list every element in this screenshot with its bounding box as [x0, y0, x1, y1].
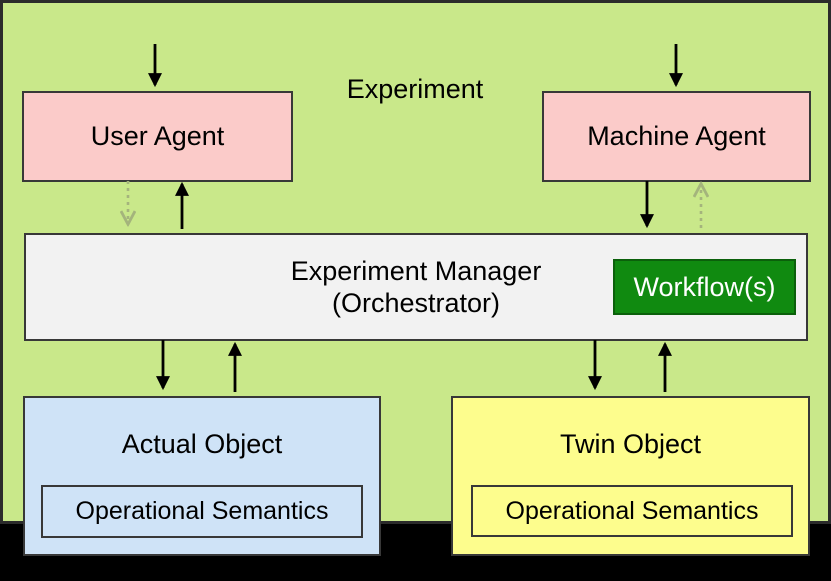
twin-object-label: Twin Object: [559, 429, 702, 459]
actual-object-box: Actual Object Operational Semantics: [23, 396, 381, 556]
experiment-manager-label-line2: (Orchestrator): [331, 288, 501, 318]
workflow-box: Workflow(s): [613, 259, 796, 315]
machine-agent-box: Machine Agent: [542, 91, 811, 182]
twin-operational-semantics-label: Operational Semantics: [505, 496, 759, 525]
actual-operational-semantics-box: Operational Semantics: [41, 485, 363, 538]
actual-operational-semantics-label: Operational Semantics: [75, 497, 329, 525]
workflow-label: Workflow(s): [633, 271, 776, 302]
user-agent-label: User Agent: [90, 121, 225, 151]
experiment-title: Experiment: [346, 74, 484, 104]
experiment-manager-label-line1: Experiment Manager: [290, 256, 542, 286]
user-agent-box: User Agent: [22, 91, 293, 182]
machine-agent-label: Machine Agent: [587, 121, 766, 151]
twin-object-box: Twin Object Operational Semantics: [451, 396, 810, 556]
actual-object-label: Actual Object: [121, 429, 283, 459]
twin-operational-semantics-box: Operational Semantics: [471, 485, 793, 537]
experiment-diagram: Experiment User Agent Machine Agent Expe…: [0, 0, 831, 556]
